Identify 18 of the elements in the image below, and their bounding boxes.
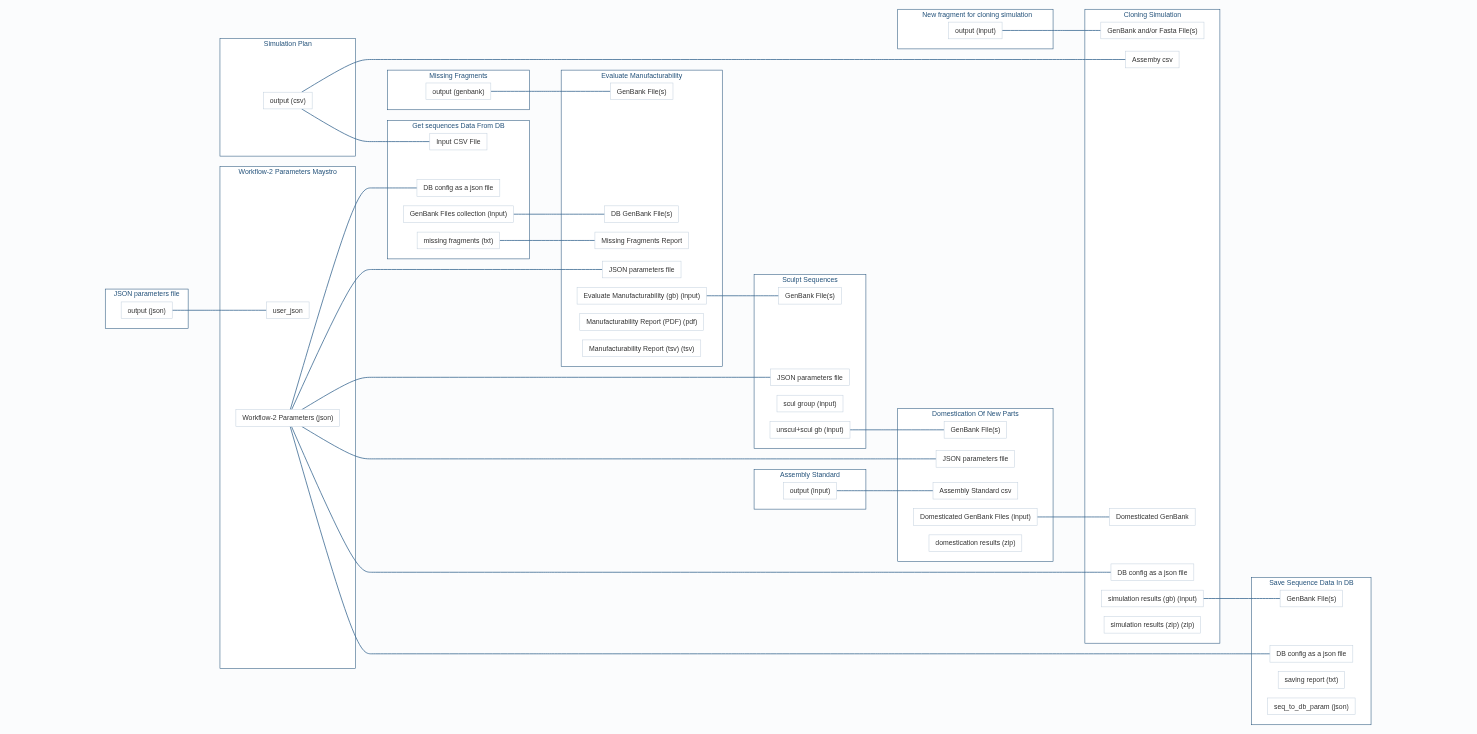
connector [706,295,780,297]
connector [301,59,1127,93]
connector [172,309,268,311]
connector [836,490,934,492]
connector [290,426,1271,655]
connector [1037,516,1111,518]
connector [291,269,604,411]
connector [301,108,431,142]
connector [490,90,612,92]
connector [513,213,606,215]
connector [290,187,418,411]
connector [301,376,772,411]
connector [301,426,937,460]
connector [1203,598,1281,599]
connector [291,426,1112,573]
connector [1002,30,1102,31]
connector [499,240,596,241]
connector [849,429,945,431]
